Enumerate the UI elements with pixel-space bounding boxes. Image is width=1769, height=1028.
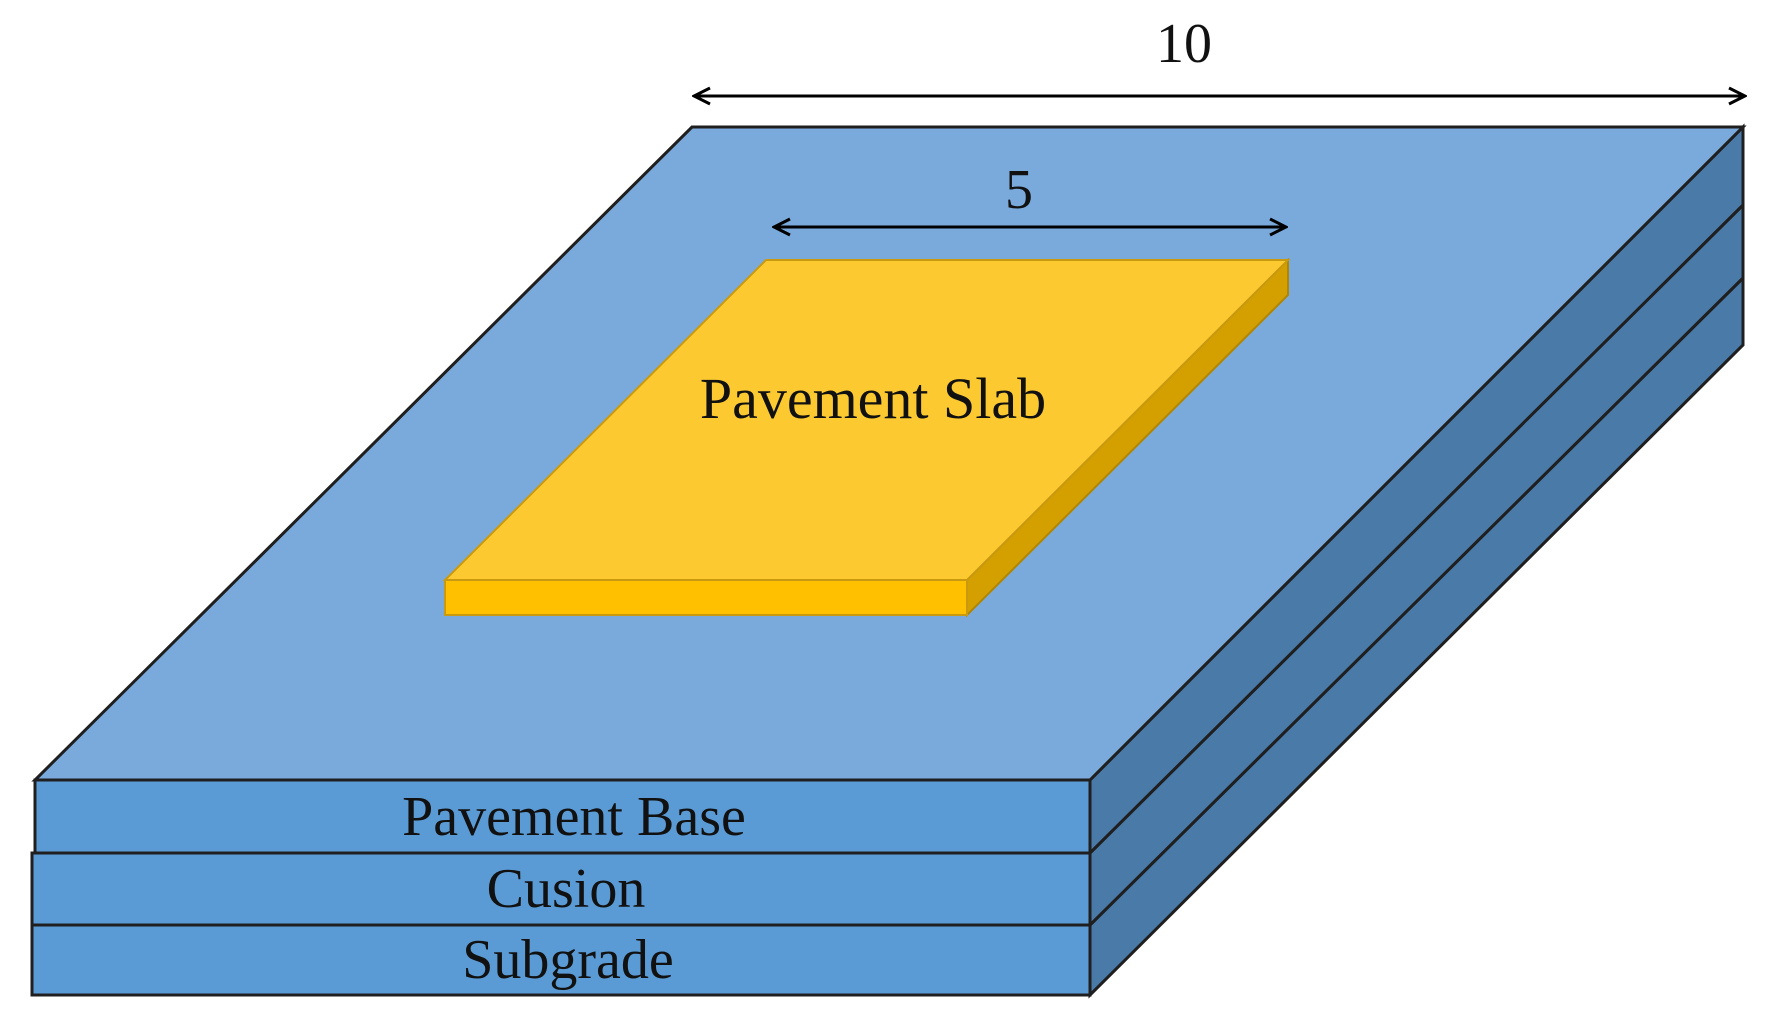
subgrade-front-face [30,923,1092,997]
slab-front-face [444,579,968,616]
slab-label: Pavement Slab [700,366,1046,431]
cushion-layer-label: Cusion [487,858,646,920]
inner-dimension-label: 5 [1005,159,1033,221]
subgrade-layer-label: Subgrade [462,929,674,991]
base-layer-label: Pavement Base [402,786,746,848]
outer-dimension-label: 10 [1156,13,1212,75]
base-front-face [33,778,1092,855]
